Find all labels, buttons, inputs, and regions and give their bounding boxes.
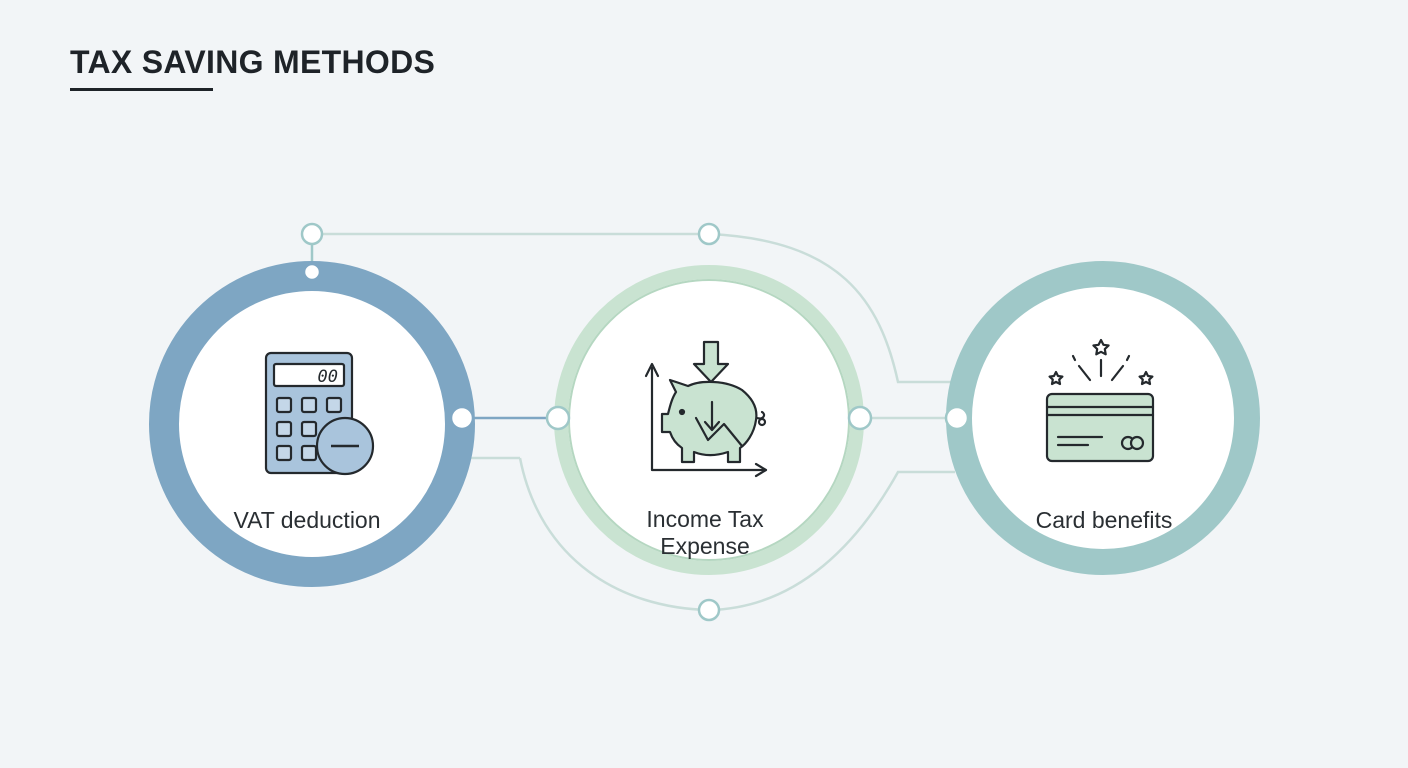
top-curve-connector	[708, 232, 960, 384]
step-label-income-tax: Income Tax Expense	[646, 506, 764, 559]
calculator-minus-icon: 00	[264, 351, 375, 476]
page-title: TAX SAVING METHODS	[70, 44, 436, 80]
calculator-display: 00	[318, 367, 338, 387]
step-label-card: Card benefits	[1035, 507, 1173, 533]
node-vat-right	[449, 405, 475, 431]
step-label-vat: VAT deduction	[233, 507, 381, 533]
connector-nodes	[300, 222, 970, 622]
node-top-left-inner	[302, 262, 322, 282]
node-income-right	[847, 405, 873, 431]
node-bottom-center	[697, 598, 721, 622]
node-card-left	[944, 405, 970, 431]
node-top-left	[300, 222, 324, 246]
node-top-center	[697, 222, 721, 246]
piggy-bank-chart-icon	[644, 340, 768, 478]
node-income-left	[545, 405, 571, 431]
credit-card-sparkle-icon	[1045, 338, 1155, 463]
title-underline	[70, 88, 213, 91]
